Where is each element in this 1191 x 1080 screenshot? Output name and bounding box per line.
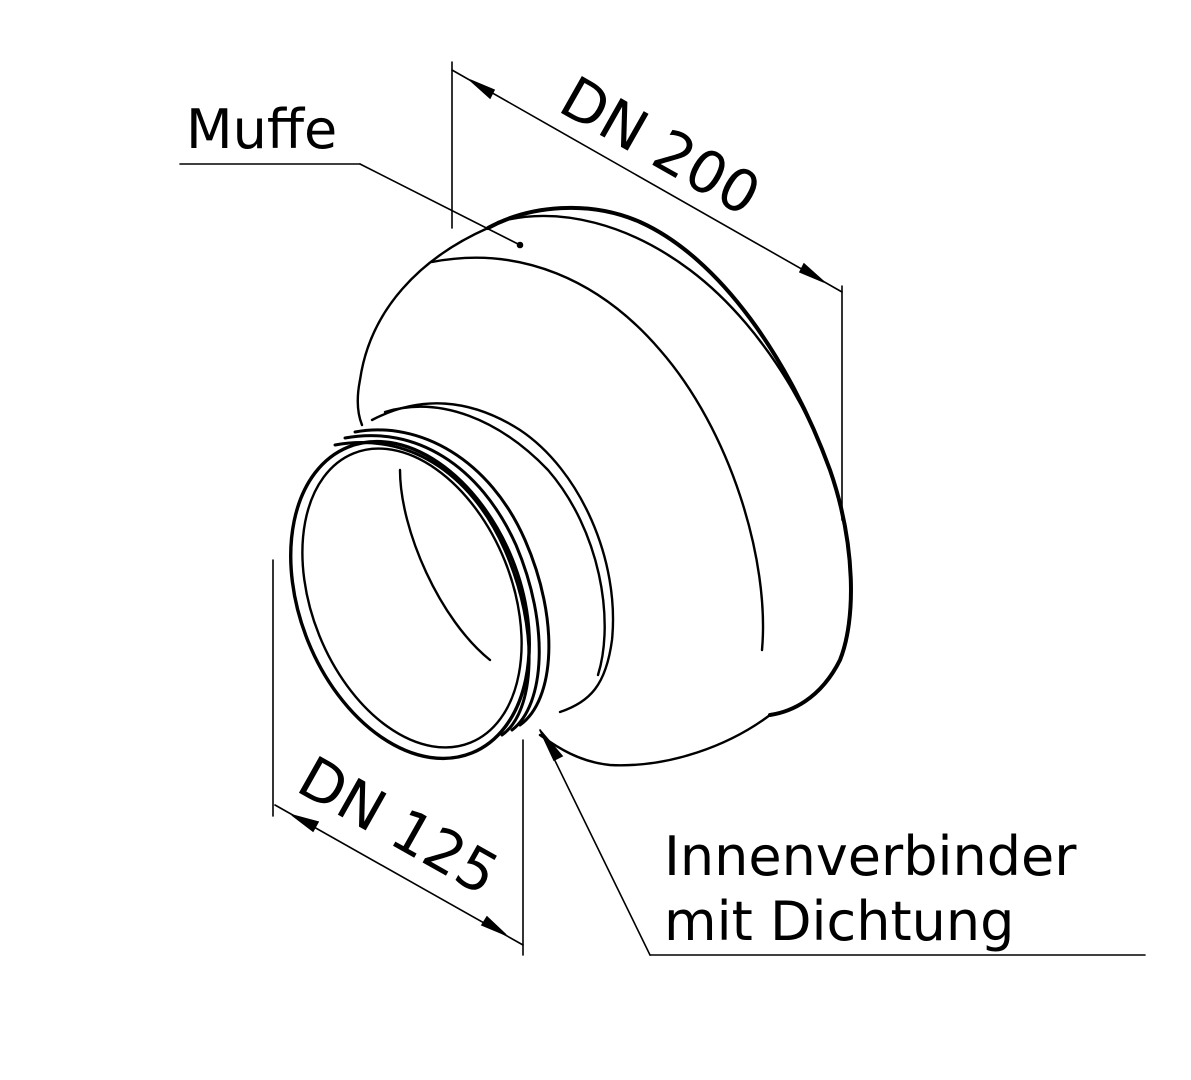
innenverbinder-label-line2: mit Dichtung xyxy=(664,890,1014,953)
innenverbinder-leader-line xyxy=(539,729,651,956)
connector-shoulder-inner xyxy=(383,405,606,677)
dn125-arrow-right xyxy=(480,915,507,936)
gasket-ring-2 xyxy=(343,434,541,732)
gasket-ring-3 xyxy=(333,440,531,737)
dn200-arrow-left xyxy=(469,79,496,100)
dn125-dimension-line xyxy=(274,804,524,946)
muffe-top-edge xyxy=(486,205,853,717)
dn125-arrow-left xyxy=(291,814,320,833)
muffe-inner-rim xyxy=(496,214,848,532)
connector-shoulder-back xyxy=(370,402,615,714)
innenverbinder-label-line1: Innenverbinder xyxy=(664,825,1077,888)
muffe-leader-dot xyxy=(516,241,524,249)
innenverbinder-arrow xyxy=(539,729,564,762)
reducer-body xyxy=(289,205,853,767)
connector-inner-bore xyxy=(398,468,492,662)
dn125-label: DN 125 xyxy=(287,743,510,909)
muffe-leader-line xyxy=(359,163,521,246)
gasket-ring-1 xyxy=(353,428,551,727)
dn200-dimension-line xyxy=(451,69,843,293)
dimension-lines xyxy=(179,61,1146,956)
muffe-left-edge xyxy=(356,226,490,427)
dn200-arrow-right xyxy=(798,262,825,283)
dn200-label: DN 200 xyxy=(549,63,771,229)
muffe-bottom-edge xyxy=(538,713,772,767)
pipe-opening-inner xyxy=(301,447,523,749)
pipe-opening-outer xyxy=(289,439,531,761)
muffe-front-rim xyxy=(430,256,765,652)
muffe-label: Muffe xyxy=(186,98,337,161)
